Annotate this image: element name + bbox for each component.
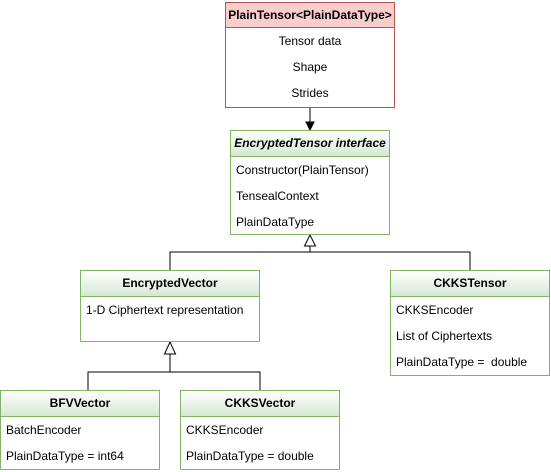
bfv-vector-field-encoder: BatchEncoder	[6, 423, 82, 437]
encrypted-tensor-class: EncryptedTensor interface Constructor(Pl…	[230, 130, 390, 235]
ckks-vector-title: CKKSVector	[181, 391, 339, 417]
bfv-vector-field-datatype: PlainDataType = int64	[6, 449, 124, 463]
plain-tensor-field-shape: Shape	[292, 60, 328, 74]
encrypted-vector-class: EncryptedVector 1-D Ciphertext represent…	[80, 270, 260, 342]
encrypted-tensor-title: EncryptedTensor interface	[231, 131, 389, 157]
plain-tensor-field-strides: Strides	[291, 86, 329, 100]
association-arrowhead	[305, 121, 315, 132]
ckks-vector-field-encoder: CKKSEncoder	[186, 423, 264, 437]
plain-tensor-title: PlainTensor<PlainDataType>	[225, 2, 395, 28]
inheritance-arrowhead-tensor	[303, 233, 317, 247]
ckks-vector-field-datatype: PlainDataType = double	[186, 449, 314, 463]
ckks-tensor-class: CKKSTensor CKKSEncoder List of Ciphertex…	[390, 270, 550, 376]
inheritance-edge-tensor	[169, 246, 471, 270]
ckks-tensor-field-encoder: CKKSEncoder	[396, 303, 474, 317]
plain-tensor-field-data: Tensor data	[278, 34, 342, 48]
ckks-vector-class: CKKSVector CKKSEncoder PlainDataType = d…	[180, 390, 340, 470]
encrypted-tensor-field-datatype: PlainDataType	[236, 215, 315, 229]
bfv-vector-title: BFVVector	[1, 391, 159, 417]
bfv-vector-class: BFVVector BatchEncoder PlainDataType = i…	[0, 390, 160, 470]
ckks-tensor-title: CKKSTensor	[391, 271, 549, 297]
encrypted-tensor-field-context: TensealContext	[236, 189, 319, 203]
ckks-tensor-field-datatype: PlainDataType = double	[396, 355, 528, 369]
encrypted-vector-field-representation: 1-D Ciphertext representation	[86, 303, 244, 317]
inheritance-arrowhead-vector	[163, 340, 177, 355]
plain-tensor-class: PlainTensor<PlainDataType> Tensor data S…	[225, 2, 395, 108]
inheritance-edge-vector	[87, 354, 261, 390]
encrypted-vector-title: EncryptedVector	[81, 271, 259, 297]
ckks-tensor-field-ciphertexts: List of Ciphertexts	[396, 329, 493, 343]
encrypted-tensor-field-constructor: Constructor(PlainTensor)	[236, 163, 369, 177]
